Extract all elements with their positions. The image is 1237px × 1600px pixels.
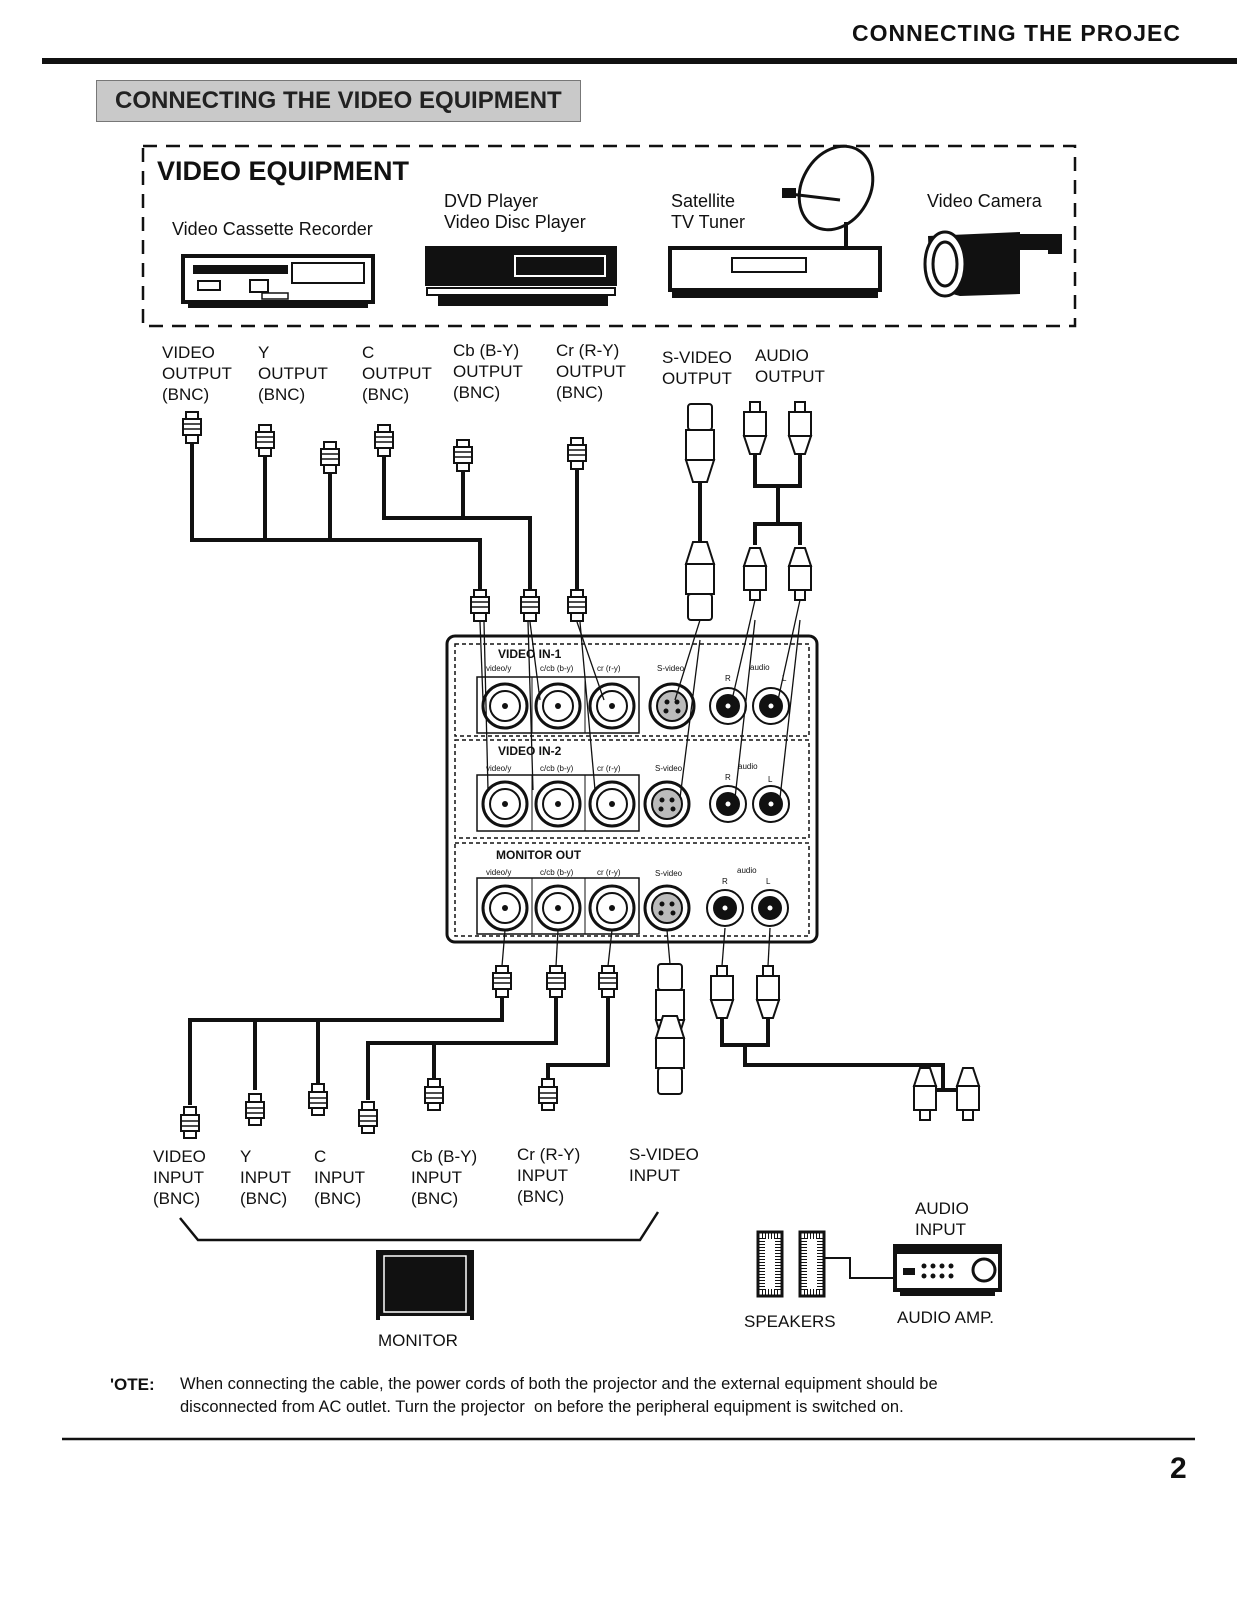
port-cb-in2: c/cb (b-y) [540,764,574,773]
dvd-player-icon [425,246,617,306]
note-label: 'OTE: [110,1375,155,1394]
running-header: CONNECTING THE PROJEC [852,20,1181,46]
label-y-input: Y INPUT (BNC) [240,1147,291,1208]
terminal-panel [445,599,819,944]
label-svideo-input: S-VIDEO INPUT [629,1145,699,1185]
video-equipment-box [141,144,1077,328]
port-cb-out: c/cb (b-y) [540,868,574,877]
label-c-input: C INPUT (BNC) [314,1147,365,1208]
label-audio-input: AUDIO INPUT [915,1199,969,1239]
monitor-icon [376,1250,474,1320]
label-cr-input: Cr (R-Y) INPUT (BNC) [517,1145,581,1206]
port-r-in1: R [725,674,731,683]
label-speakers: SPEAKERS [744,1312,836,1331]
label-svideo-output: S-VIDEO OUTPUT [662,348,732,388]
device-label-camera: Video Camera [927,191,1042,211]
port-r-in2: R [725,773,731,782]
panel-title-monitor-out: MONITOR OUT [496,848,582,862]
panel-input-connectors [470,541,812,622]
label-c-output: C OUTPUT (BNC) [362,343,432,404]
port-l-in2: L [768,775,773,784]
section-title: CONNECTING THE VIDEO EQUIPMENT [96,80,581,122]
port-svideo-out: S-video [655,869,683,878]
speakers-icon [756,1230,895,1298]
port-cr-in1: cr (r-y) [597,664,621,673]
device-label-vcr: Video Cassette Recorder [172,219,373,239]
port-video-y-out: video/y [486,868,512,877]
monitor-out-connectors [492,963,780,1043]
port-l-out: L [766,877,771,886]
label-cr-output: Cr (R-Y) OUTPUT (BNC) [556,341,626,402]
port-audio-out: audio [737,866,757,875]
source-connectors [182,401,812,483]
label-cb-output: Cb (B-Y) OUTPUT (BNC) [453,341,523,402]
port-cr-in2: cr (r-y) [597,764,621,773]
port-video-y-in2: video/y [486,764,512,773]
port-svideo-in1: S-video [657,664,685,673]
video-equipment-title: VIDEO EQUIPMENT [157,156,410,186]
lower-cables [188,997,970,1120]
port-r-out: R [722,877,728,886]
port-svideo-in2: S-video [655,764,683,773]
vcr-icon [181,254,375,308]
label-y-output: Y OUTPUT (BNC) [258,343,328,404]
header-rule [42,58,1237,64]
upper-cables [190,443,802,590]
label-cb-input: Cb (B-Y) INPUT (BNC) [411,1147,478,1208]
port-audio-in2: audio [738,762,758,771]
panel-title-in1: VIDEO IN-1 [498,647,562,661]
panel-title-in2: VIDEO IN-2 [498,744,562,758]
device-label-satellite: Satellite TV Tuner [671,191,746,232]
video-camera-icon [923,230,1062,298]
page-number: 2 [1170,1452,1187,1485]
monitor-input-connectors [181,1015,980,1138]
label-audio-output: AUDIO OUTPUT [755,346,825,386]
label-video-input: VIDEO INPUT (BNC) [153,1147,206,1208]
port-cb-in1: c/cb (b-y) [540,664,574,673]
port-l-in1: L [782,674,787,683]
label-audio-amp: AUDIO AMP. [897,1308,994,1327]
satellite-tuner-icon [668,144,882,298]
device-label-dvd: DVD Player Video Disc Player [444,191,586,232]
monitor-brace [179,1211,660,1242]
port-cr-out: cr (r-y) [597,868,621,877]
port-audio-in1: audio [750,663,770,672]
note-text: When connecting the cable, the power cor… [180,1375,938,1416]
label-video-output: VIDEO OUTPUT (BNC) [162,343,232,404]
audio-amp-icon [893,1244,1002,1296]
label-monitor: MONITOR [378,1331,458,1350]
port-video-y-in1: video/y [486,664,512,673]
